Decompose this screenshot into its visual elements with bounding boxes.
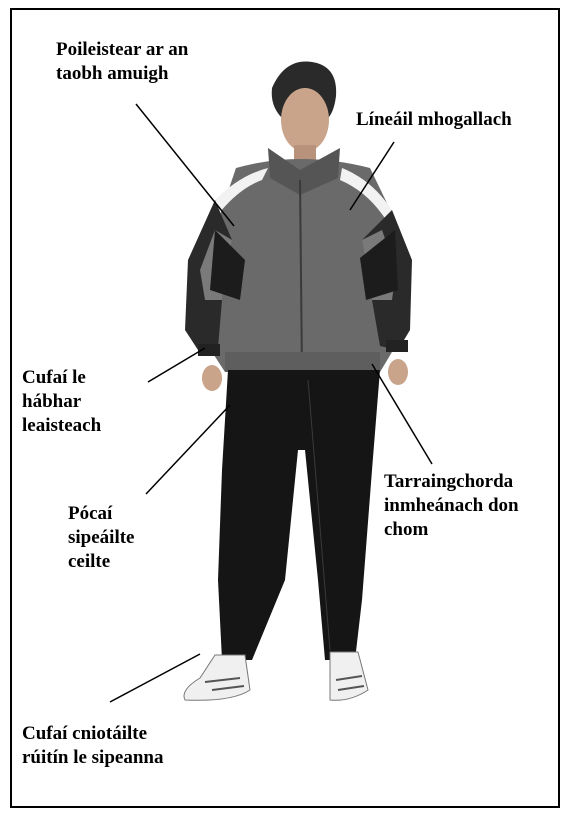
shoe-left <box>184 655 250 700</box>
trousers <box>218 370 380 660</box>
label-mesh-lining: Líneáil mhogallach <box>356 108 512 132</box>
label-outer-shell: Poileistear ar an taobh amuigh <box>56 38 188 86</box>
figure-hand-left <box>202 365 222 391</box>
cuff-right <box>386 340 408 352</box>
callout-line-zip-pockets <box>146 405 230 494</box>
label-elastic-cuffs: Cufaí le hábhar leaisteach <box>22 366 101 438</box>
figure-face <box>281 88 329 152</box>
label-drawcord: Tarraingchorda inmheánach don chom <box>384 470 519 542</box>
label-ankle-cuffs: Cufaí cniotáilte rúitín le sipeanna <box>22 722 163 770</box>
callout-line-elastic-cuffs <box>148 348 205 382</box>
figure-hand-right <box>388 359 408 385</box>
jacket-waistband <box>225 352 380 372</box>
callout-line-outer-shell <box>136 104 234 226</box>
label-zip-pockets: Pócaí sipeáilte ceilte <box>68 502 135 574</box>
shoe-right <box>330 652 368 700</box>
